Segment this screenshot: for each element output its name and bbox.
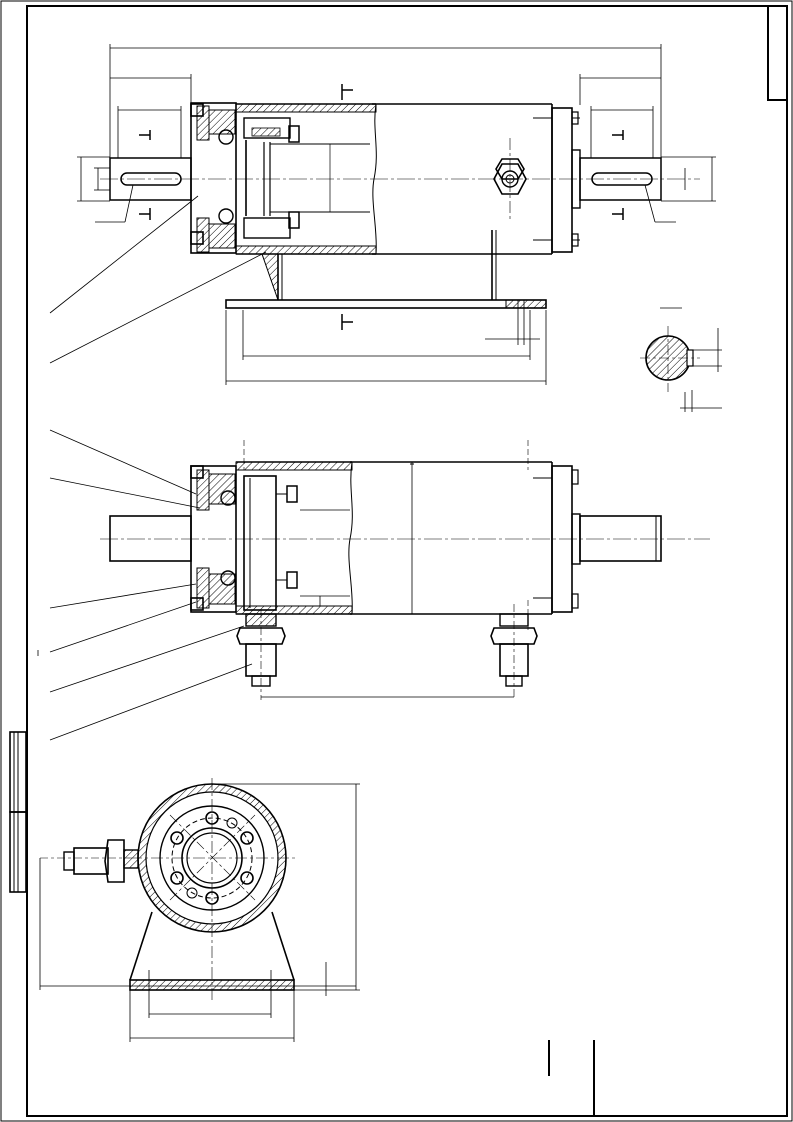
- front-right-shaft: [579, 515, 662, 562]
- leader-lines-top: [49, 184, 676, 364]
- front-left-shaft: [109, 515, 192, 562]
- front-left-sensor: [236, 610, 286, 700]
- end-stand: [129, 911, 295, 1042]
- overall-dimension: [77, 44, 716, 202]
- left-bearing-housing: [190, 102, 300, 254]
- section-markers: [139, 84, 624, 330]
- plug-nut: [493, 138, 527, 220]
- front-right-end-flange: [527, 440, 581, 630]
- front-right-sensor: [490, 604, 538, 700]
- end-bolts: [170, 811, 254, 905]
- support-stand: [225, 230, 547, 345]
- shaft-section-detail: [640, 307, 722, 412]
- front-housing: [235, 461, 553, 615]
- right-end-flange: [533, 107, 581, 253]
- end-dimensions: [39, 783, 360, 996]
- base-dimensions: [225, 310, 547, 385]
- end-view: [39, 778, 360, 1042]
- housing: [235, 103, 553, 255]
- front-left-bearing: [190, 440, 298, 613]
- end-sensor: [40, 839, 139, 883]
- top-section-view: [49, 44, 716, 385]
- leader-lines-middle: [37, 429, 253, 741]
- front-view: [37, 429, 710, 741]
